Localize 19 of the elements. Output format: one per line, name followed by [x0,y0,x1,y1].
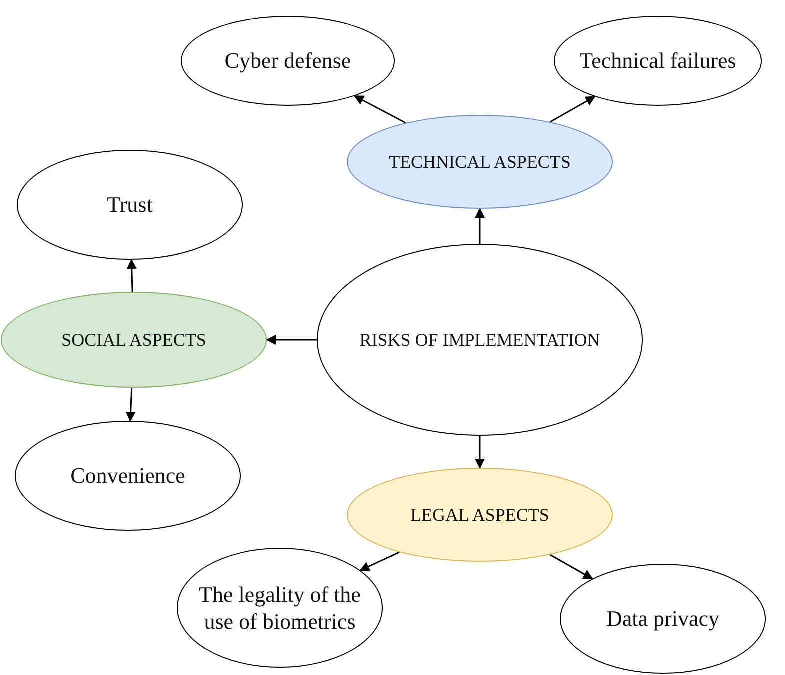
arrow [550,554,594,580]
node-label: LEGAL ASPECTS [410,504,550,526]
arrow [126,388,136,422]
arrow [354,95,406,124]
arrow [475,208,485,244]
arrow [475,436,485,469]
node-label: Trust [107,191,153,219]
node-label: TECHNICAL ASPECTS [389,150,571,174]
node-label: The legality of the use of biometrics [198,580,362,636]
arrow [126,259,137,292]
node-label: RISKS OF IMPLEMENTATION [360,328,600,352]
node-label: SOCIAL ASPECTS [62,328,206,352]
arrow [550,96,596,123]
arrow [266,335,317,345]
arrow [360,552,400,572]
node-label: Technical failures [580,47,736,75]
node-label: Convenience [70,462,186,490]
node-label: Cyber defense [224,47,352,75]
node-label: Data privacy [606,605,720,633]
